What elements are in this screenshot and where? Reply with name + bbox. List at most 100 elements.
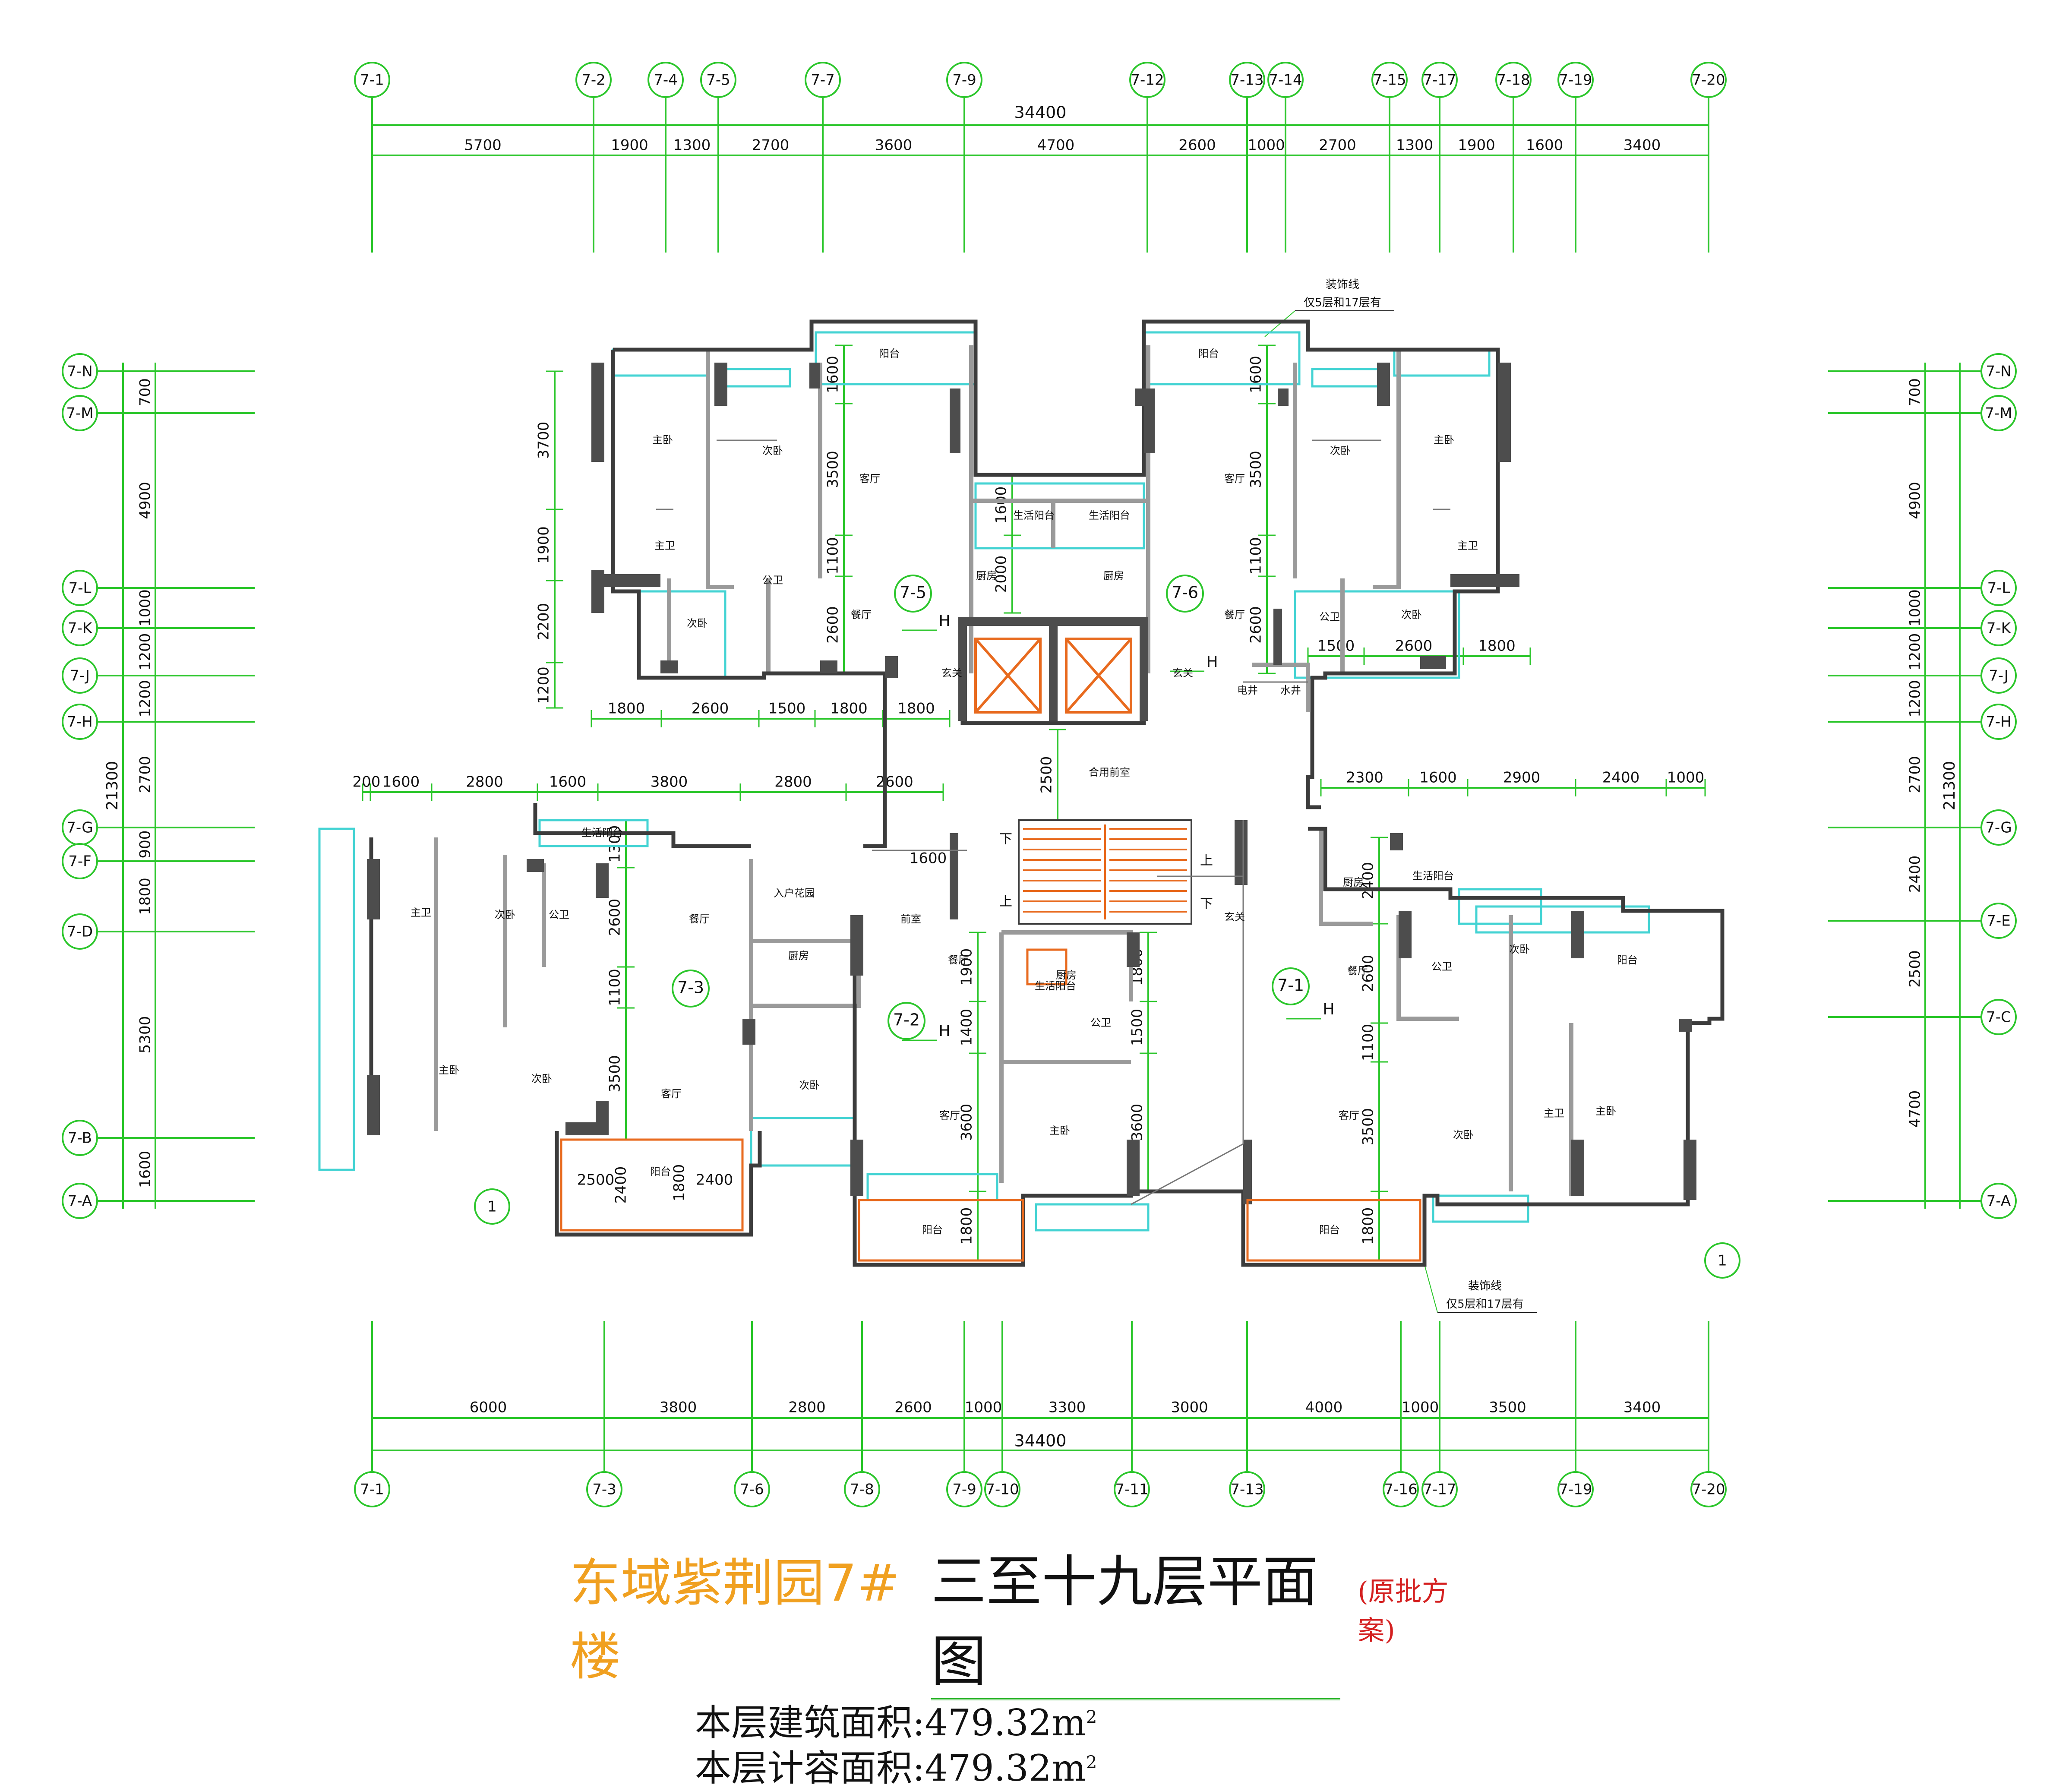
stair-down-mark: 下 xyxy=(1200,897,1213,912)
top-axis-bubble xyxy=(575,62,612,98)
room-second-bedroom: 次卧 xyxy=(762,445,783,457)
top-dim: 1300 xyxy=(1396,137,1434,154)
title-block: 东域紫荆园7#楼 三至十九层平面图 (原批方案) 本层建筑面积:479.32m2… xyxy=(570,1537,1476,1791)
right-axis-bubble xyxy=(1980,610,2017,646)
bottom-axis-bubble-label: 7-9 xyxy=(952,1481,976,1498)
stair-up-mark: 上 xyxy=(999,894,1012,910)
left-axis-bubble xyxy=(62,395,98,431)
top-dim: 5700 xyxy=(464,137,502,154)
room-living-room: 客厅 xyxy=(939,1109,960,1121)
left-dim: 2700 xyxy=(137,756,154,793)
top-dim: 2600 xyxy=(1178,137,1216,154)
top-axis-bubble-label: 7-18 xyxy=(1497,72,1530,89)
room-kitchen: 厨房 xyxy=(788,950,809,962)
right-axis-bubble-label: 7-L xyxy=(1987,580,2010,597)
right-dim: 4700 xyxy=(1907,1090,1924,1128)
mid-right-dim: 2300 xyxy=(1346,769,1383,787)
room-dining-room: 餐厅 xyxy=(689,913,710,925)
top-dim: 3400 xyxy=(1623,137,1661,154)
room-kitchen: 厨房 xyxy=(1056,969,1077,981)
far-area-sup: 2 xyxy=(1086,1753,1097,1772)
top-axis-bubble xyxy=(946,62,982,98)
decor-note-floors: 仅5层和17层有 xyxy=(1304,297,1381,310)
room-second-bedroom: 次卧 xyxy=(799,1079,820,1091)
unit3-vertical-dim: 3500 xyxy=(606,1055,624,1093)
top-dim: 1600 xyxy=(1526,137,1563,154)
room-second-bedroom: 次卧 xyxy=(687,617,708,629)
top-axis-bubble xyxy=(1557,62,1594,98)
room-master-bath: 主卫 xyxy=(411,907,431,919)
room-second-bedroom: 次卧 xyxy=(1401,609,1422,621)
room-balcony: 阳台 xyxy=(1319,1224,1340,1236)
elevation-mark: H xyxy=(938,612,950,630)
bottom-axis-bubble-label: 7-13 xyxy=(1230,1481,1263,1498)
left-axis-bubble-label: 7-H xyxy=(67,714,92,731)
upper-left-dim: 2600 xyxy=(692,700,729,717)
top-dim: 1000 xyxy=(1248,137,1285,154)
top-axis-bubble-label: 7-9 xyxy=(952,72,976,89)
unit-tag: 7-6 xyxy=(1172,583,1198,602)
decor-note-title: 装饰线 xyxy=(1468,1280,1502,1293)
bottom-axis-bubble xyxy=(1383,1471,1419,1507)
unit5-shaft-dim: 1600 xyxy=(993,486,1010,524)
room-second-bedroom: 次卧 xyxy=(1453,1129,1474,1141)
unit-tag: 7-2 xyxy=(893,1011,920,1030)
unit6-vertical-dim: 1100 xyxy=(1248,537,1265,575)
bottom-dim: 3500 xyxy=(1489,1399,1526,1416)
right-axis-bubble xyxy=(1980,1183,2017,1219)
mid-left-dim: 1600 xyxy=(382,774,420,791)
unit5-vertical-dim: 1100 xyxy=(824,537,842,575)
unit1-vertical-dim: 2400 xyxy=(1360,862,1377,900)
room-balcony: 阳台 xyxy=(1617,954,1638,966)
upper-left-dim: 1800 xyxy=(897,700,935,717)
room-balcony: 阳台 xyxy=(650,1166,671,1178)
bottom-axis-bubble xyxy=(844,1471,880,1507)
stair-up-mark: 上 xyxy=(1200,853,1213,869)
bottom-dim: 2800 xyxy=(788,1399,826,1416)
right-dim: 2700 xyxy=(1907,756,1924,793)
right-axis-bubble xyxy=(1980,353,2017,389)
room-second-bedroom: 次卧 xyxy=(531,1073,552,1085)
left-axis-bubble xyxy=(62,657,98,694)
room-balcony: 阳台 xyxy=(922,1224,943,1236)
room-master-bath: 主卫 xyxy=(1457,540,1478,552)
bottom-axis-bubble-label: 7-19 xyxy=(1559,1481,1592,1498)
unit5-vertical-dim: 2600 xyxy=(824,606,842,644)
floor-area: 本层建筑面积:479.32m2 xyxy=(695,1700,1476,1746)
unit2-vertical-dim: 3600 xyxy=(958,1104,976,1141)
left-axis-bubble xyxy=(62,704,98,740)
bottom-axis-bubble-label: 7-11 xyxy=(1115,1481,1148,1498)
top-axis-bubble-label: 7-15 xyxy=(1373,72,1406,89)
unit-tag-circle xyxy=(888,1002,925,1040)
room-service-balcony: 生活阳台 xyxy=(1089,509,1130,521)
room-public-bath: 公卫 xyxy=(1431,960,1452,973)
section-mark xyxy=(474,1188,510,1225)
mid-left-dim: 2600 xyxy=(876,774,913,791)
unit1-vertical-dim: 1100 xyxy=(1360,1024,1377,1061)
top-axis-bubble-label: 7-7 xyxy=(811,72,835,89)
top-axis-bubble-label: 7-1 xyxy=(360,72,384,89)
top-axis-bubble-label: 7-12 xyxy=(1131,72,1164,89)
left-axis-bubble xyxy=(62,1183,98,1219)
left-dim: 1200 xyxy=(137,633,154,671)
right-axis-bubble-label: 7-N xyxy=(1986,363,2011,380)
bottom-axis-bubble-label: 7-10 xyxy=(985,1481,1019,1498)
unit2-vertical-dim: 1400 xyxy=(958,1009,976,1046)
top-axis-bubble-label: 7-17 xyxy=(1423,72,1456,89)
room-foyer: 玄关 xyxy=(1172,667,1193,679)
room-living-room: 客厅 xyxy=(859,473,880,485)
right-axis-bubble xyxy=(1980,657,2017,694)
unit2-right-dim: 1500 xyxy=(1129,1009,1146,1046)
room-master-bath: 主卫 xyxy=(1544,1107,1564,1119)
left-axis-bubble xyxy=(62,843,98,879)
bottom-axis-bubble xyxy=(946,1471,982,1507)
room-public-bath: 公卫 xyxy=(1090,1017,1111,1029)
unit1-vertical-dim: 3500 xyxy=(1360,1108,1377,1146)
left-vertical-dim: 1200 xyxy=(535,666,553,704)
unit2-vertical-dim: 1800 xyxy=(958,1207,976,1245)
room-foyer: 玄关 xyxy=(941,667,962,679)
left-dim: 1000 xyxy=(137,589,154,627)
elevation-mark: H xyxy=(1206,653,1218,671)
bottom-axis-bubble-label: 7-8 xyxy=(850,1481,874,1498)
left-axis-bubble xyxy=(62,1120,98,1156)
